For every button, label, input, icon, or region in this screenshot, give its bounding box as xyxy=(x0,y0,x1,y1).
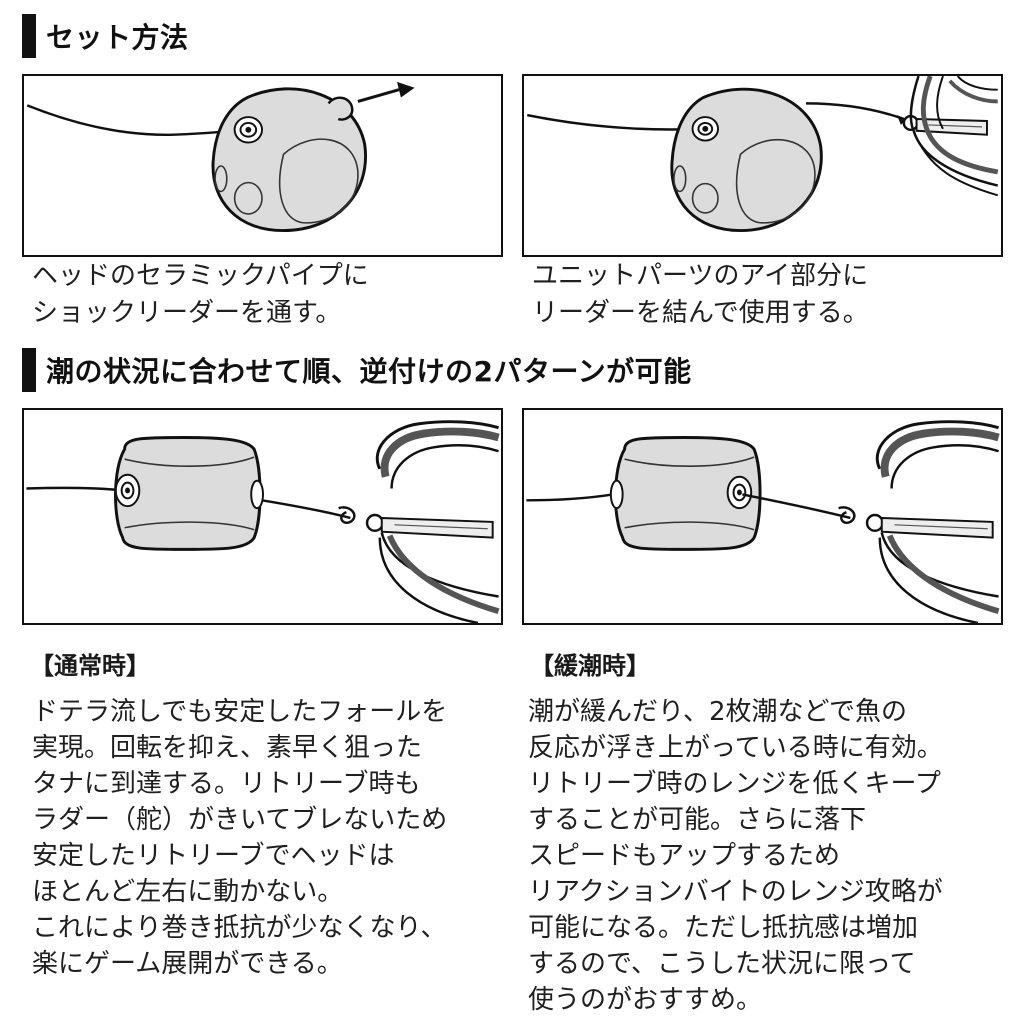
paragraph-line: リアクションバイトのレンジ攻略が xyxy=(528,877,943,907)
caption-leader-through-head: ヘッドのセラミックパイプに ショックリーダーを通す。 xyxy=(32,258,369,332)
reverse-rig-drawing xyxy=(526,420,1000,623)
heading-text: セット方法 xyxy=(46,21,189,54)
label-slack-tide: 【緩潮時】 xyxy=(530,652,650,680)
paragraph-line: ラダー（舵）がきいてブレないため xyxy=(32,805,448,835)
illustration-tie-leader-to-eye xyxy=(522,74,1003,257)
paragraph-line: リトリーブ時のレンジを低くキープ xyxy=(528,769,941,799)
paragraph-normal: ドテラ流しでも安定したフォールを 実現。回転を抑え、素早く狙った タナに到達する… xyxy=(32,694,447,982)
paragraph-line: するので、こうした状況に限って xyxy=(528,949,916,979)
paragraph-line: することが可能。さらに落下 xyxy=(528,805,867,835)
caption-tie-leader-to-eye: ユニットパーツのアイ部分に リーダーを結んで使用する。 xyxy=(532,258,869,332)
paragraph-line: ほとんど左右に動かない。 xyxy=(32,877,344,907)
normal-rig-drawing xyxy=(26,420,500,623)
unit-tying-drawing xyxy=(527,76,999,233)
caption-line: ショックリーダーを通す。 xyxy=(32,298,342,328)
illustration-reverse-orientation xyxy=(522,408,1003,625)
paragraph-line: 可能になる。ただし抵抗感は増加 xyxy=(528,913,919,943)
section-heading-patterns: 潮の状況に合わせて順、逆付けの2パターンが可能 xyxy=(22,348,692,392)
paragraph-line: 反応が浮き上がっている時に有効。 xyxy=(528,733,943,763)
heading-bar xyxy=(22,348,36,392)
paragraph-line: 楽にゲーム展開ができる。 xyxy=(32,949,343,979)
paragraph-line: スピードもアップするため xyxy=(528,841,841,871)
paragraph-line: 安定したリトリーブでヘッドは xyxy=(32,841,395,871)
section-heading-setup: セット方法 xyxy=(22,14,189,58)
paragraph-line: 潮が緩んだり、2枚潮などで魚の xyxy=(528,697,907,727)
head-threading-drawing xyxy=(26,81,415,233)
paragraph-slack-tide: 潮が緩んだり、2枚潮などで魚の 反応が浮き上がっている時に有効。 リトリーブ時の… xyxy=(528,694,943,1018)
illustration-normal-orientation xyxy=(22,408,503,625)
label-normal: 【通常時】 xyxy=(30,652,150,680)
paragraph-line: ドテラ流しでも安定したフォールを xyxy=(32,697,448,727)
caption-line: ヘッドのセラミックパイプに xyxy=(32,261,369,291)
heading-text: 潮の状況に合わせて順、逆付けの2パターンが可能 xyxy=(46,355,692,388)
paragraph-line: 使うのがおすすめ。 xyxy=(528,985,763,1015)
paragraph-line: これにより巻き抵抗が少なくなり、 xyxy=(32,913,447,943)
caption-line: ユニットパーツのアイ部分に xyxy=(532,261,869,291)
heading-bar xyxy=(22,14,36,58)
paragraph-line: 実現。回転を抑え、素早く狙った xyxy=(32,733,423,763)
paragraph-line: タナに到達する。リトリーブ時も xyxy=(32,769,421,799)
illustration-leader-through-head xyxy=(22,74,503,257)
caption-line: リーダーを結んで使用する。 xyxy=(532,298,869,328)
